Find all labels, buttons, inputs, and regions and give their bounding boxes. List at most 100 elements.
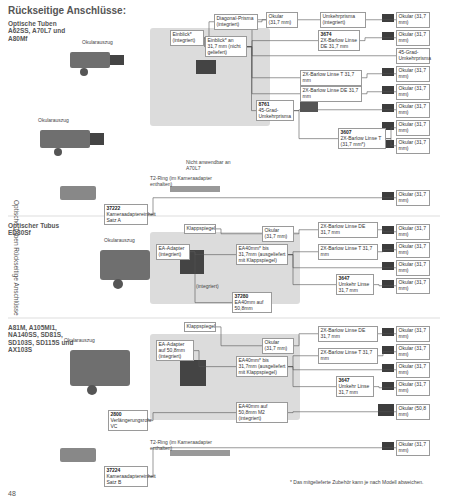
separator <box>8 318 440 319</box>
component-box: 37224Kameraadaptereinheit Satz B <box>104 466 148 487</box>
component-box: Umkehrprisma (integriert) <box>320 12 366 28</box>
component-box: 2X-Barlow Linse T 31,7 mm <box>318 348 378 364</box>
connector-line <box>294 334 318 346</box>
connector-line <box>194 351 236 367</box>
connector-line <box>378 333 396 334</box>
connector-line <box>247 47 300 78</box>
part-name: EA40mm auf 50,8mm M2 (integriert) <box>239 404 286 421</box>
part-name: 2X-Barlow Linse T 31,7 mm <box>321 350 376 362</box>
part-name: 2X-Barlow Linse T 31,7 mm <box>303 72 360 84</box>
part-name: Okular (31,7 mm) <box>399 86 428 98</box>
page-number: 48 <box>8 490 28 498</box>
component-box: 2X-Barlow Linse T 31,7 mm <box>318 244 378 260</box>
part-name: Klappspiegel <box>187 324 214 330</box>
connector-line <box>366 19 396 20</box>
connector-line <box>386 139 396 146</box>
connector-line <box>374 387 396 388</box>
component-box: EA-Adapter auf 50,8mm (integriert) <box>156 340 194 361</box>
part-name: Okular (31,7 mm) <box>265 228 292 240</box>
part-name: 45-Grad-Umkehrprisma <box>259 108 292 120</box>
part-name: 2X-Barlow Linse DE 31,7 mm <box>321 328 376 340</box>
part-name: 2X-Barlow Linse DE 31,7 mm <box>321 38 358 50</box>
connector-line <box>247 47 256 111</box>
component-box: Okular (31,7 mm) <box>396 190 430 206</box>
component-box: Okular (31,7 mm) <box>396 224 430 240</box>
connector-line <box>247 47 300 94</box>
component-box: Okular (31,7 mm) <box>396 440 430 456</box>
component-box: EA40mm* bis 31,7mm (ausgeliefert mit Kla… <box>236 244 288 265</box>
part-name: Okular (31,7 mm) <box>265 340 292 352</box>
part-name: Okular (31,7 mm) <box>399 364 428 376</box>
component-box: Okular (31,7 mm) <box>396 12 430 28</box>
connector-line <box>288 356 318 367</box>
connector-line <box>148 198 396 215</box>
part-name: Okular (31,7 mm) <box>399 140 428 152</box>
part-name: 2X-Barlow Linse DE 31,7 mm <box>303 88 360 100</box>
component-box: EA-Adapter (integriert) <box>156 244 190 260</box>
part-name: Okular (31,7 mm) <box>399 122 428 134</box>
component-box: 3647Umkehr Linse 31,7 mm <box>336 274 374 295</box>
part-name: Umkehr Linse 31,7 mm <box>339 282 372 294</box>
note: (integriert) <box>196 284 226 290</box>
component-box: EA40mm auf 50,8mm M2 (integriert) <box>236 402 288 423</box>
part-name: Okular (31,7 mm) <box>269 14 296 26</box>
part-name: Kameraadaptereinheit Satz A <box>107 212 146 224</box>
component-box: Okular (31,7 mm) <box>396 102 430 118</box>
part-name: Umkehrprisma (integriert) <box>323 14 364 26</box>
connector-line <box>378 230 396 232</box>
component-box: 36072X-Barlow Linse T (31,7 mm*) <box>338 128 386 149</box>
part-name: 2X-Barlow Linse T 31,7 mm <box>321 246 376 258</box>
connector-line <box>294 230 318 234</box>
group-panel <box>150 232 300 304</box>
note: T2-Ring (im Kameraadapter enthalten) <box>150 440 220 452</box>
part-name: 45-Grad-Umkehrprisma <box>399 50 428 62</box>
component-box: 876145-Grad-Umkehrprisma <box>256 100 294 121</box>
connector-line <box>386 128 396 139</box>
component-box: 2X-Barlow Linse DE 31,7 mm <box>318 222 378 238</box>
component-box: 2800Verlängerungsrohr VC <box>108 410 148 431</box>
component-box: Okular (31,7 mm) <box>396 30 430 46</box>
component-box: Okular (31,7 mm) <box>396 344 430 360</box>
component-box: Okular (50,8 mm) <box>396 404 430 420</box>
component-box: Okular (31,7 mm) <box>396 260 430 276</box>
note: Okularauszug <box>82 40 122 46</box>
part-name: Okular (31,7 mm) <box>399 226 428 238</box>
section-heading: Optische Tuben A62SS, A70L7 und A80Mf <box>8 20 78 42</box>
part-name: Okular (50,8 mm) <box>399 406 428 418</box>
side-heading: Optische Tuben Rückseitige Anschlüsse <box>13 200 20 400</box>
part-name: Okular (31,7 mm) <box>399 442 428 454</box>
component-box: 37280EA40mm auf 50,8mm <box>232 292 272 313</box>
separator <box>8 216 440 217</box>
focuser-drawing <box>40 52 318 462</box>
component-box: Okular (31,7 mm) <box>396 138 430 154</box>
component-box: EA40mm* bis 31,7mm (ausgeliefert mit Kla… <box>236 356 288 377</box>
component-box: 36742X-Barlow Linse DE 31,7 mm <box>318 30 360 51</box>
part-name: Klappspiegel <box>187 226 214 232</box>
component-box: Diagonal-Prisma (integriert) <box>214 14 258 30</box>
note: Okularauszug <box>38 118 78 124</box>
component-box: 2X-Barlow Linse T 31,7 mm <box>300 70 362 86</box>
component-box: 45-Grad-Umkehrprisma <box>396 48 430 64</box>
page-title: Rückseitige Anschlüsse: <box>8 5 126 16</box>
part-name: EA40mm* bis 31,7mm (ausgeliefert mit Kla… <box>239 358 286 375</box>
component-box: Klappspiegel <box>184 322 216 332</box>
connector-line <box>288 411 396 413</box>
note: Okularauszug <box>104 238 144 244</box>
part-name: Einblick* an 31,7 mm (nicht geliefert) <box>208 38 245 55</box>
connector-line <box>148 448 396 477</box>
connector-line <box>378 250 396 252</box>
component-box: Okular (31,7 mm) <box>396 362 430 378</box>
connector-line <box>288 367 396 370</box>
component-box: Okular (31,7 mm) <box>396 242 430 258</box>
part-name: Umkehr Linse 31,7 mm <box>339 384 372 396</box>
connector-line <box>378 352 396 356</box>
part-name: Diagonal-Prisma (integriert) <box>217 16 256 28</box>
component-box: 3647Umkehr Linse 31,7 mm <box>336 376 374 397</box>
component-box: Okular (31,7 mm) <box>396 120 430 136</box>
part-name: Okular (31,7 mm) <box>399 244 428 256</box>
connector-line <box>190 252 232 303</box>
connector-line <box>148 413 236 421</box>
part-name: 2X-Barlow Linse DE 31,7 mm <box>321 224 376 236</box>
part-name: Kameraadaptereinheit Satz B <box>107 474 146 486</box>
component-box: Okular (31,7 mm) <box>262 226 294 242</box>
